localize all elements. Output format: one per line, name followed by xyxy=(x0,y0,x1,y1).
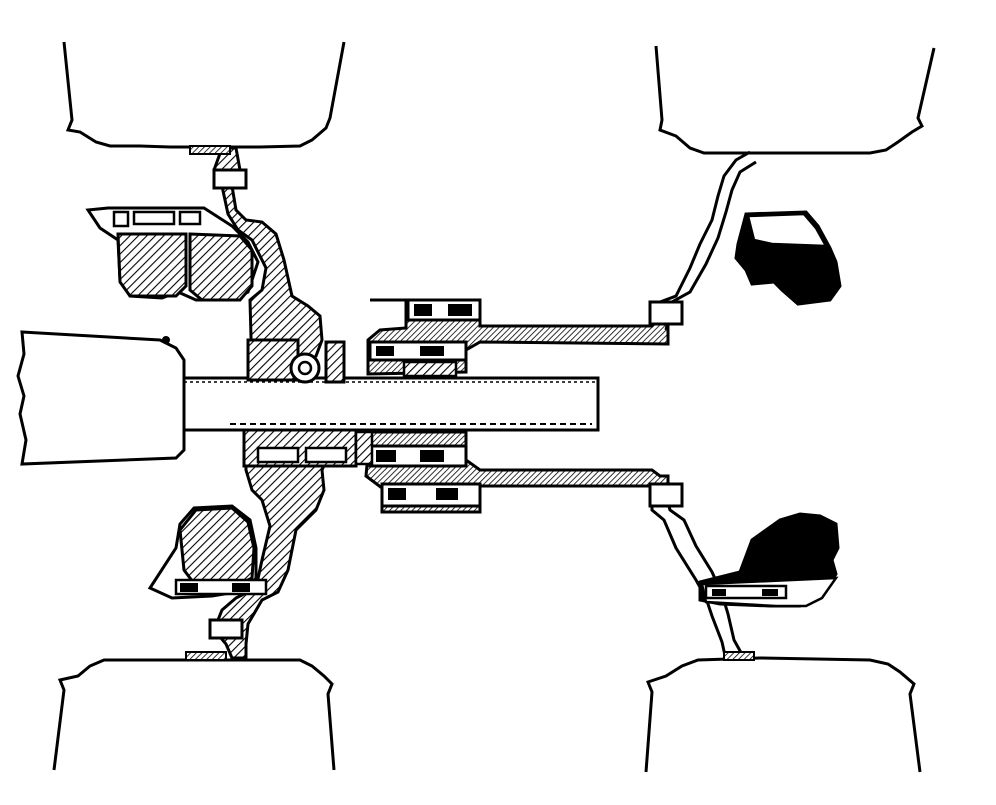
counterweight-upper-left xyxy=(85,206,260,302)
brake-drum xyxy=(354,298,670,514)
tire-upper-left xyxy=(62,41,346,149)
wheel-disc-right-lower xyxy=(648,482,755,661)
tire-lower-right xyxy=(644,656,922,773)
axle-shaft xyxy=(182,376,600,432)
counterweight-lower-left xyxy=(147,504,268,600)
counterweight-upper-right xyxy=(734,210,842,306)
counterweight-lower-right xyxy=(698,512,840,608)
tire-lower-left xyxy=(52,658,336,771)
wheel-disc-right-upper xyxy=(648,150,757,331)
axle-housing xyxy=(16,330,186,466)
wheel-hub xyxy=(185,145,358,661)
tire-upper-right xyxy=(654,45,936,155)
